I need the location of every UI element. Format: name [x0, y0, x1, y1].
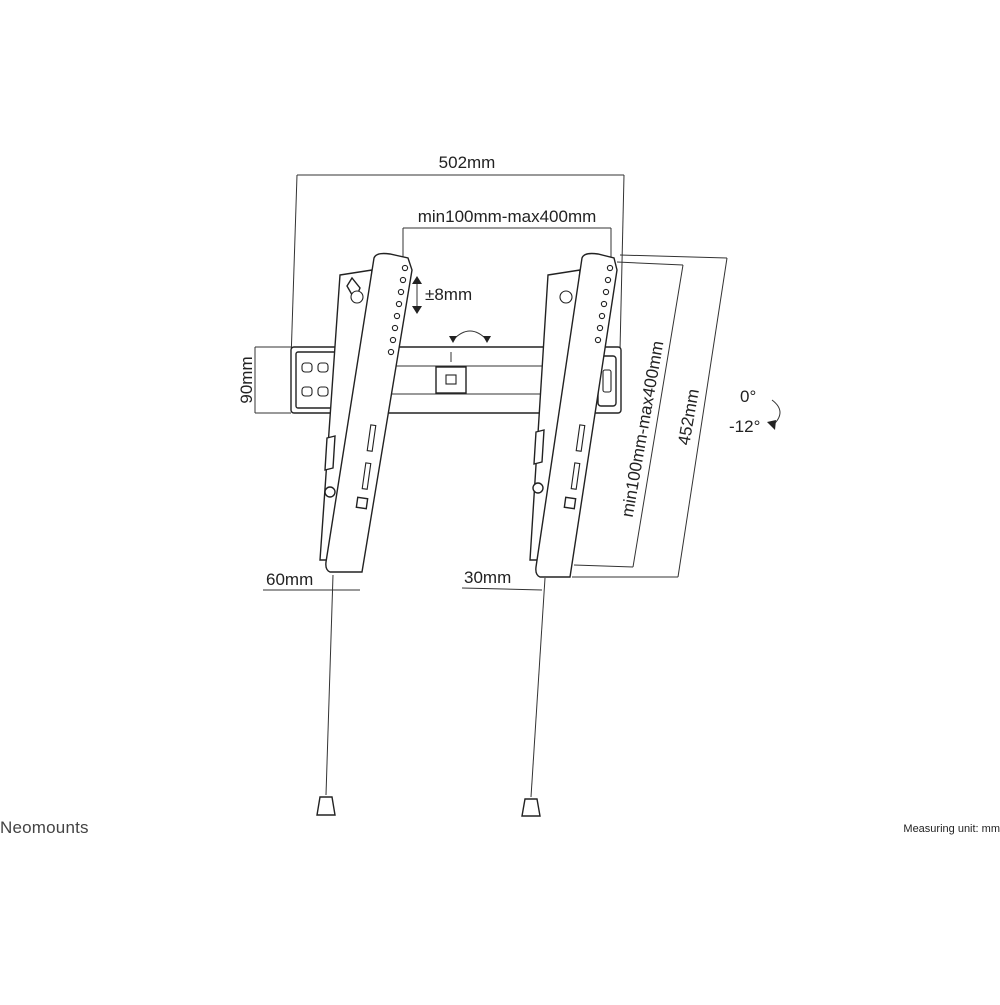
tilt-indicator: 0° -12°	[729, 387, 781, 436]
left-arm	[319, 252, 413, 573]
dimension-height-adjust: ±8mm	[412, 276, 472, 314]
measuring-unit-note: Measuring unit: mm	[903, 823, 1000, 835]
height-adjust-label: ±8mm	[425, 285, 472, 304]
tilt-arrow-icon	[767, 420, 776, 430]
tilt-bottom-label: -12°	[729, 417, 760, 436]
dimension-depth-max: 60mm	[263, 570, 360, 591]
tilt-top-label: 0°	[740, 387, 756, 406]
dimension-depth-min: 30mm	[461, 568, 543, 591]
dimension-total-width: 502mm	[290, 153, 625, 361]
rotation-arrow-icon	[449, 330, 491, 343]
dimension-vesa-horizontal: min100mm-max400mm	[402, 207, 612, 262]
wall-plate-height-label: 90mm	[237, 356, 256, 403]
vesa-vertical-label: min100mm-max400mm	[618, 339, 668, 518]
right-arm	[529, 252, 618, 578]
right-safety-cord	[521, 577, 546, 817]
arm-height-label: 452mm	[674, 387, 703, 446]
dimension-wall-plate-height: 90mm	[237, 346, 291, 414]
depth-min-label: 30mm	[464, 568, 511, 587]
vesa-horizontal-label: min100mm-max400mm	[418, 207, 597, 226]
right-arm-holes	[594, 264, 614, 344]
left-arm-holes	[387, 264, 409, 356]
total-width-label: 502mm	[439, 153, 496, 172]
depth-max-label: 60mm	[266, 570, 313, 589]
left-safety-cord	[316, 574, 336, 816]
brand-logo: Neomounts	[0, 818, 89, 837]
